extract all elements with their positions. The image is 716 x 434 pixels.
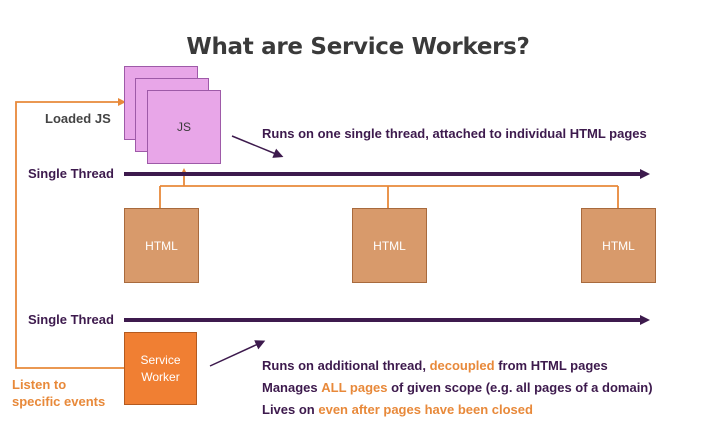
feature-decoupled-post: from HTML pages [494,358,608,373]
feature-decoupled-pre: Runs on additional thread, [262,358,430,373]
feature-all-pages-pre: Manages [262,380,322,395]
listen-label: Listen to specific events [12,376,105,410]
page-title: What are Service Workers? [186,34,530,60]
feature-decoupled-highlight: decoupled [429,358,495,373]
service-worker-box: Service Worker [124,332,197,405]
feature-lives-on: Lives on even after pages have been clos… [262,402,533,417]
thread-label-bottom: Single Thread [28,312,114,327]
feature-decoupled: Runs on additional thread, decoupled fro… [262,358,608,373]
html-page-2: HTML [352,208,427,283]
top-caption: Runs on one single thread, attached to i… [262,126,647,141]
listen-label-line1: Listen to [12,377,67,392]
listen-connector [15,98,126,369]
service-worker-line1: Service [140,352,181,367]
html-page-1: HTML [124,208,199,283]
feature-all-pages: Manages ALL pages of given scope (e.g. a… [262,380,653,395]
feature-all-pages-highlight: ALL pages [321,380,388,395]
listen-label-line2: specific events [12,394,106,409]
loaded-js-label: Loaded JS [45,111,111,126]
pointer-arrow-bottom [209,340,266,367]
feature-all-pages-post: of given scope (e.g. all pages of a doma… [387,380,653,395]
service-worker-line2: Worker [141,369,180,384]
js-box-front: JS [147,90,221,164]
html-page-3: HTML [581,208,656,283]
feature-lives-on-highlight: even after pages have been closed [318,402,533,417]
thread-label-top: Single Thread [28,166,114,181]
feature-lives-on-pre: Lives on [262,402,319,417]
pointer-arrow-top [231,135,284,158]
